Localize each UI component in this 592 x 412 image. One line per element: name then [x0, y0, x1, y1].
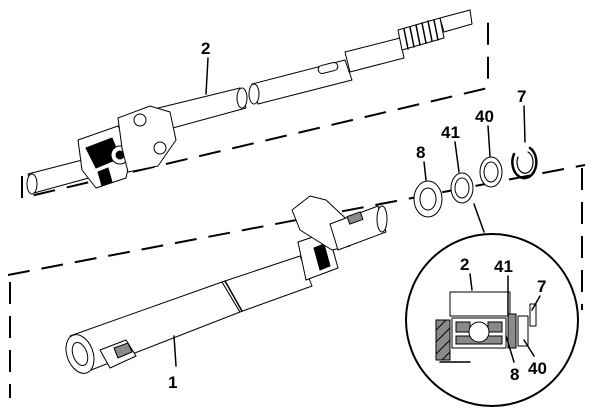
callout-label-41: 41: [441, 123, 460, 142]
callout-label-40: 40: [475, 107, 494, 126]
callout-steering-shaft: 2: [201, 39, 210, 95]
callout-steering-column: 1: [168, 335, 177, 392]
callout-label-2: 2: [201, 39, 210, 58]
callout-label-8: 8: [416, 143, 425, 162]
steering-shaft: [26, 9, 473, 195]
callout-label-1: 1: [168, 373, 177, 392]
detail-label-2: 2: [460, 255, 469, 274]
bearing-ring-40: 40: [475, 107, 503, 188]
washer-8: 8: [413, 143, 443, 218]
detail-label-7: 7: [537, 277, 546, 296]
detail-leader-line: [473, 203, 485, 233]
detail-label-40: 40: [528, 359, 547, 378]
spacer-ring-41: 41: [441, 123, 474, 204]
circlip-7: 7: [511, 87, 538, 180]
detail-callouts: 2 41 7 8 40: [460, 255, 547, 384]
callout-label-7: 7: [517, 87, 526, 106]
detail-view: [405, 233, 579, 407]
steering-column: [65, 195, 388, 374]
detail-label-8: 8: [510, 365, 519, 384]
detail-label-41: 41: [494, 257, 513, 276]
